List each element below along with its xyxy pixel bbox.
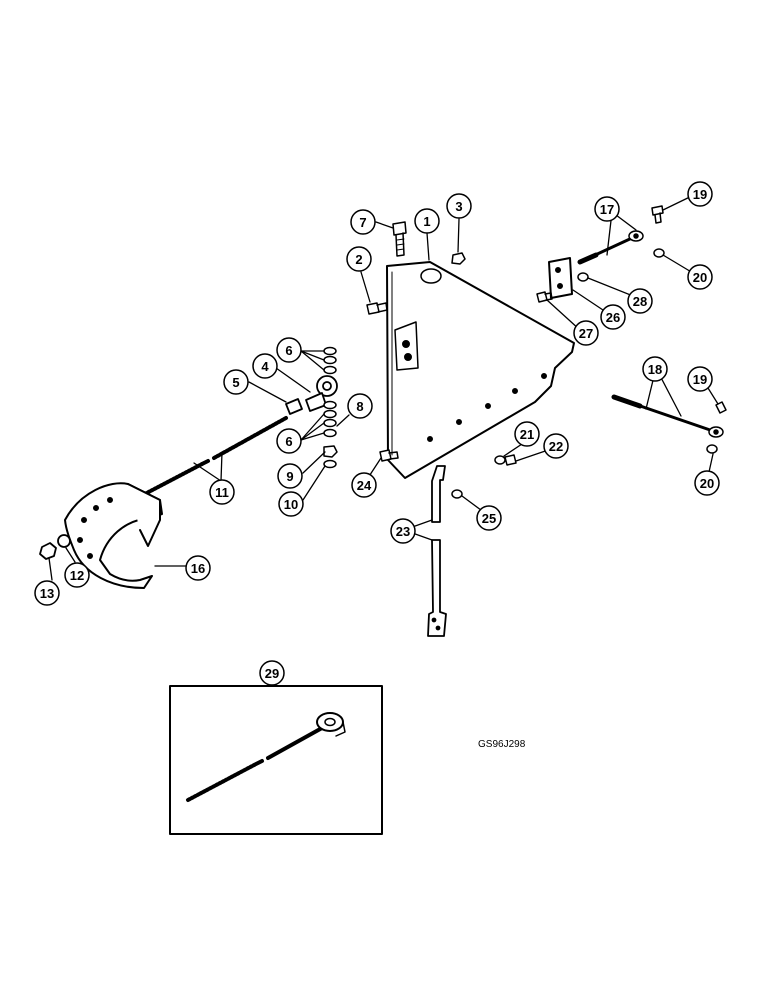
nut-28 (577, 272, 589, 282)
callout-10: 10 (278, 491, 304, 517)
inset-rod-end-29: 29 (169, 660, 383, 835)
svg-text:7: 7 (359, 215, 366, 230)
svg-text:8: 8 (356, 399, 363, 414)
callout-11: 11 (209, 479, 235, 505)
svg-text:6: 6 (285, 343, 292, 358)
callout-6-upper: 6 (276, 337, 302, 363)
svg-text:20: 20 (693, 270, 707, 285)
strap-23 (427, 465, 447, 637)
svg-text:13: 13 (40, 586, 54, 601)
nut-9 (323, 445, 338, 458)
svg-text:27: 27 (579, 326, 593, 341)
jam-nut-5 (285, 398, 303, 415)
nut-22 (504, 454, 517, 466)
callout-6-lower: 6 (276, 428, 302, 454)
bracket-plate-26 (548, 257, 573, 299)
svg-text:2: 2 (355, 252, 362, 267)
callout-13: 13 (34, 580, 60, 606)
callout-24: 24 (351, 472, 377, 498)
callout-4: 4 (252, 353, 278, 379)
callout-8: 8 (347, 393, 373, 419)
bolt-2 (366, 302, 388, 315)
svg-text:23: 23 (396, 524, 410, 539)
callout-20-lower: 20 (694, 470, 720, 496)
callout-22: 22 (543, 433, 569, 459)
svg-text:22: 22 (549, 439, 563, 454)
mounting-plate (386, 261, 575, 479)
svg-text:10: 10 (284, 497, 298, 512)
nut-20-upper (653, 248, 665, 258)
callout-19-lower: 19 (687, 366, 713, 392)
nut-3 (451, 252, 466, 265)
svg-text:12: 12 (70, 568, 84, 583)
drawing-code: GS96J298 (478, 739, 526, 750)
svg-text:16: 16 (191, 561, 205, 576)
svg-text:5: 5 (232, 375, 239, 390)
svg-text:9: 9 (286, 469, 293, 484)
callout-20-upper: 20 (687, 264, 713, 290)
callout-5: 5 (223, 369, 249, 395)
shield-16 (64, 482, 163, 589)
callout-26: 26 (600, 304, 626, 330)
washer-10 (323, 459, 337, 469)
svg-text:6: 6 (285, 434, 292, 449)
svg-text:26: 26 (606, 310, 620, 325)
svg-text:25: 25 (482, 511, 496, 526)
callout-25: 25 (476, 505, 502, 531)
callout-9: 9 (277, 463, 303, 489)
svg-text:19: 19 (693, 187, 707, 202)
nut-25 (451, 489, 463, 499)
svg-text:1: 1 (423, 214, 430, 229)
callout-12: 12 (64, 562, 90, 588)
nut-21 (494, 455, 506, 465)
callout-19-upper: 19 (687, 181, 713, 207)
callout-3: 3 (446, 193, 472, 219)
svg-text:17: 17 (600, 202, 614, 217)
callout-21: 21 (514, 421, 540, 447)
bolt-19-upper (651, 205, 664, 224)
bolt-7 (392, 221, 407, 257)
callout-27: 27 (573, 320, 599, 346)
callout-23: 23 (390, 518, 416, 544)
callout-17: 17 (594, 196, 620, 222)
rod-end-18 (611, 394, 724, 438)
rod-end-17 (577, 230, 644, 265)
callout-1: 1 (414, 208, 440, 234)
bolt-27 (536, 291, 553, 303)
nut-12 (57, 534, 71, 548)
svg-text:24: 24 (357, 478, 372, 493)
callout-7: 7 (350, 209, 376, 235)
svg-text:19: 19 (693, 372, 707, 387)
svg-text:18: 18 (648, 362, 662, 377)
nut-20-lower (706, 444, 718, 454)
callout-16: 16 (185, 555, 211, 581)
inset-frame (169, 685, 383, 835)
svg-text:21: 21 (520, 427, 534, 442)
svg-text:3: 3 (455, 199, 462, 214)
svg-text:11: 11 (215, 485, 229, 500)
callout-28: 28 (627, 288, 653, 314)
callout-2: 2 (346, 246, 372, 272)
svg-text:29: 29 (265, 666, 279, 681)
svg-text:20: 20 (700, 476, 714, 491)
nut-13 (39, 542, 57, 560)
svg-text:4: 4 (261, 359, 269, 374)
callout-18: 18 (642, 356, 668, 382)
washer-stack-6-lower (323, 400, 337, 438)
bolt-19-lower (715, 401, 727, 414)
washer-stack-6-upper (323, 346, 337, 375)
svg-text:28: 28 (633, 294, 647, 309)
